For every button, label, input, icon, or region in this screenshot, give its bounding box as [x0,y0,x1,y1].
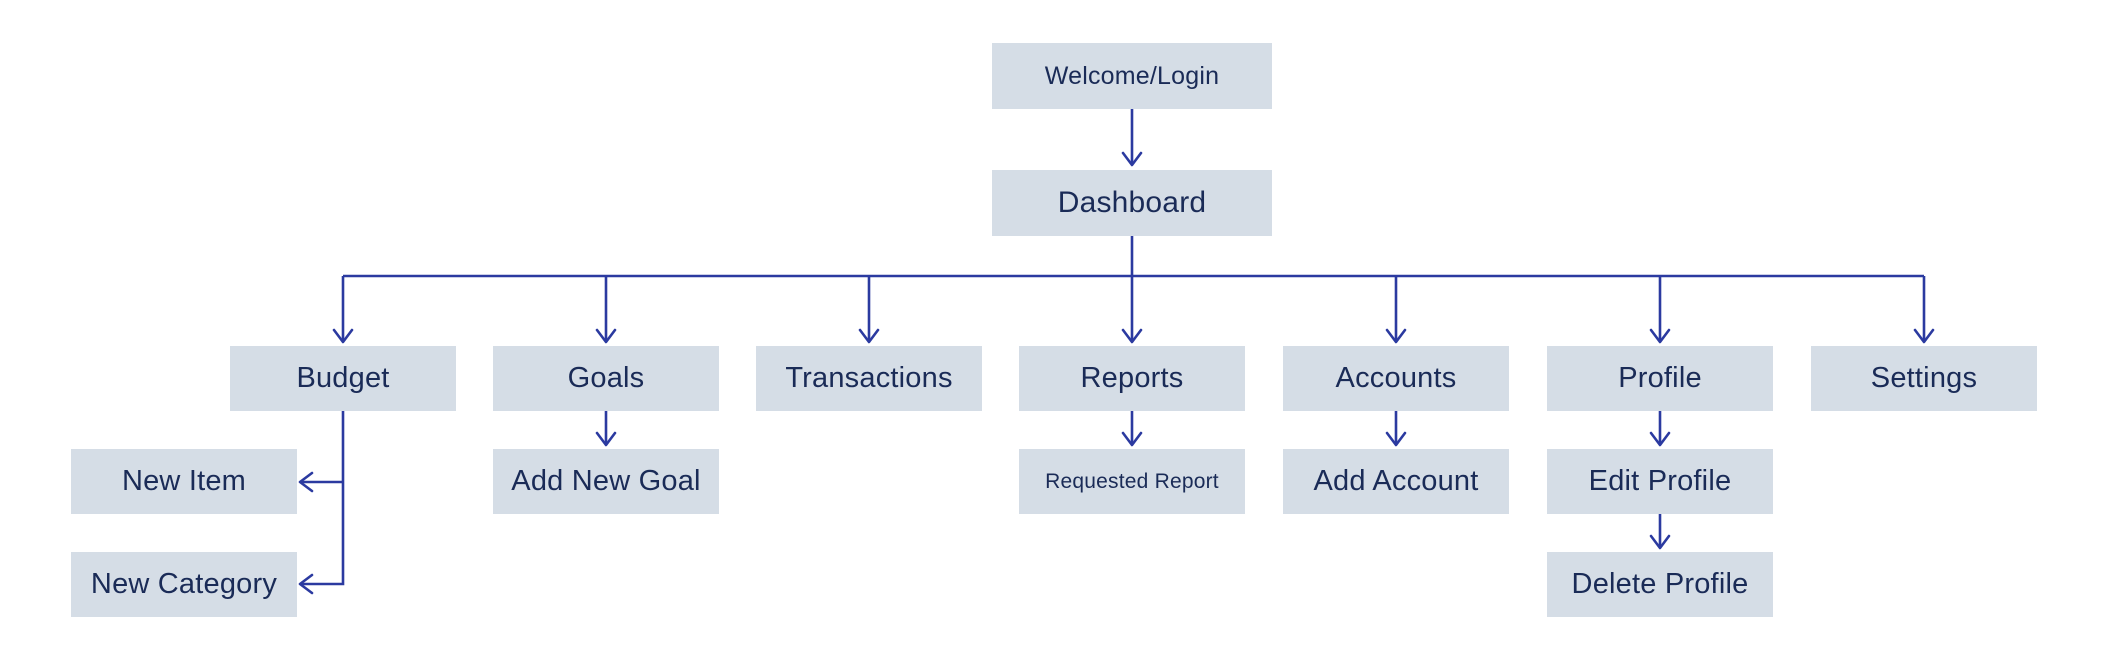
arrowhead-edit-profile [1649,431,1671,447]
arrowhead-reports [1121,328,1143,344]
node-dashboard: Dashboard [992,170,1272,236]
node-settings: Settings [1811,346,2037,411]
node-profile: Profile [1547,346,1773,411]
node-welcome-login: Welcome/Login [992,43,1272,109]
arrowhead-transactions [858,328,880,344]
node-reports: Reports [1019,346,1245,411]
arrowhead-requested-report [1121,431,1143,447]
node-delete-profile: Delete Profile [1547,552,1773,617]
node-goals: Goals [493,346,719,411]
node-budget: Budget [230,346,456,411]
arrowhead-add-account [1385,431,1407,447]
arrowhead-budget [332,328,354,344]
arrowhead-new-category [298,573,314,595]
arrowhead-goals [595,328,617,344]
arrowhead-new-item [298,471,314,493]
node-add-new-goal: Add New Goal [493,449,719,514]
node-add-account: Add Account [1283,449,1509,514]
arrowhead-settings [1913,328,1935,344]
node-edit-profile: Edit Profile [1547,449,1773,514]
node-new-item: New Item [71,449,297,514]
arrowhead-profile [1649,328,1671,344]
edge-budget-newcategory [300,411,345,586]
node-new-category: New Category [71,552,297,617]
arrowhead-add-new-goal [595,431,617,447]
arrowhead-delete-profile [1649,534,1671,550]
arrowhead-accounts [1385,328,1407,344]
node-requested-report: Requested Report [1019,449,1245,514]
node-transactions: Transactions [756,346,982,411]
arrowhead-dashboard [1121,151,1143,167]
node-accounts: Accounts [1283,346,1509,411]
